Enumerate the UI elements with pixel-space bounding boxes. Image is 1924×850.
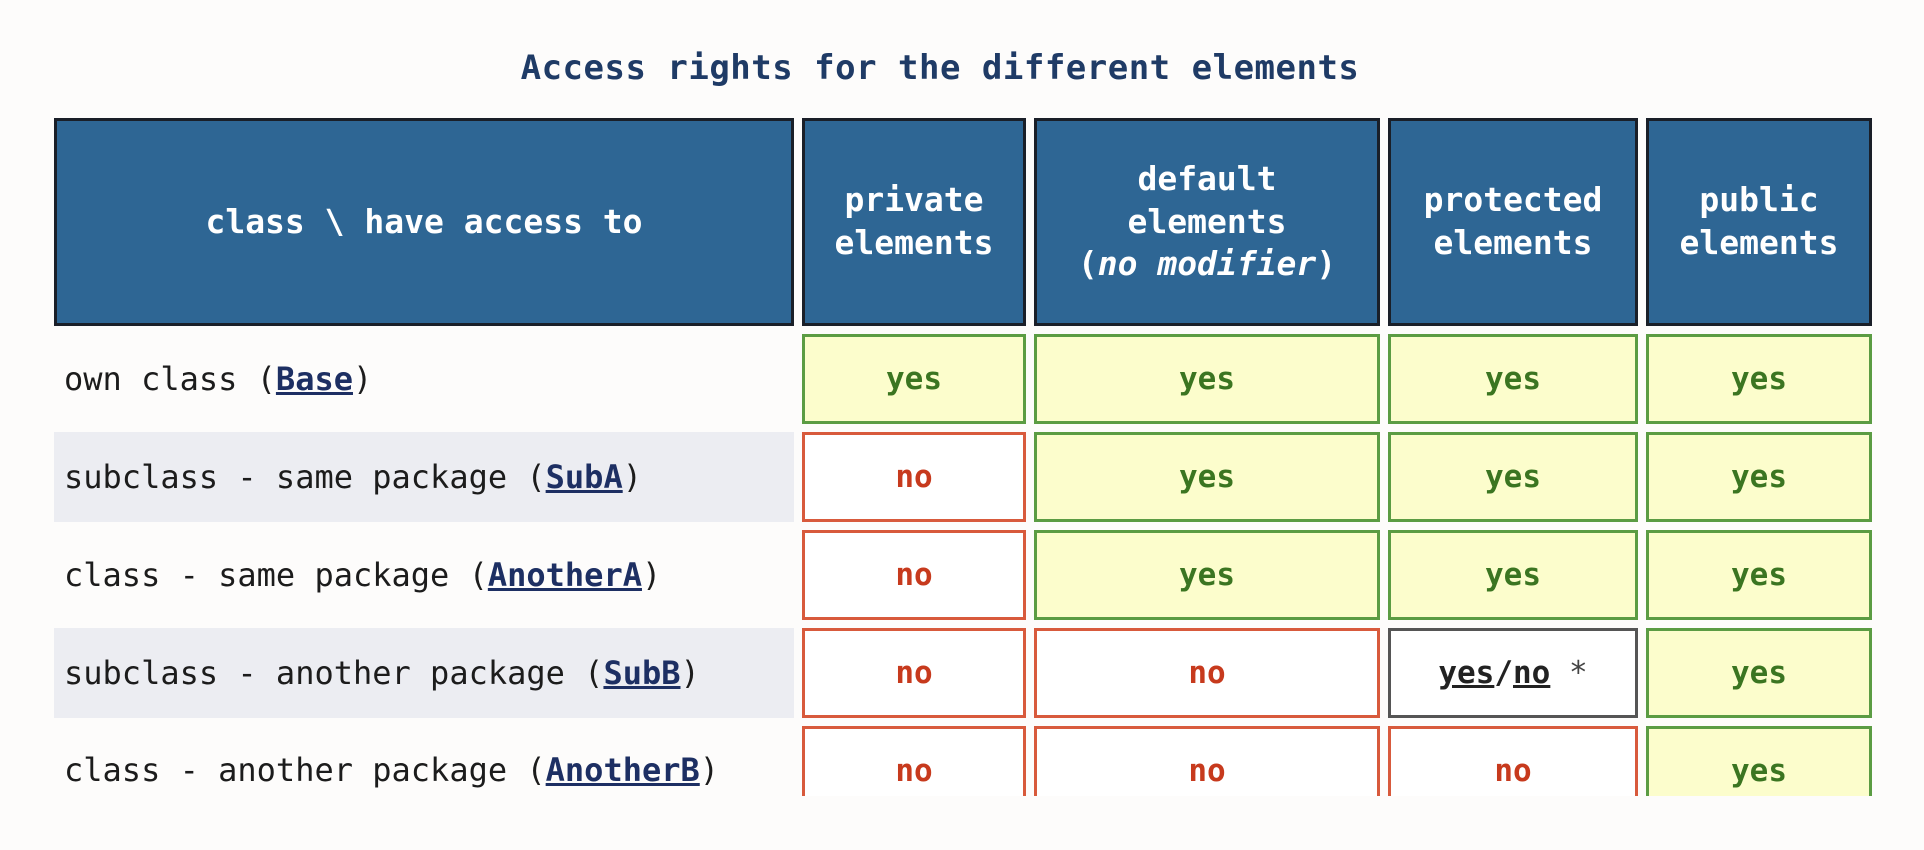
row-label-close: )	[352, 360, 373, 398]
cell-default: yes	[1034, 432, 1380, 522]
cell-private: no	[802, 530, 1026, 620]
row-label-close: )	[622, 458, 642, 496]
table-row: own class (Base) yes yes yes yes	[54, 334, 1872, 424]
cell-private: yes	[802, 334, 1026, 424]
access-rights-table: class \ have access to private elements …	[46, 110, 1880, 821]
link-subb[interactable]: SubB	[603, 654, 681, 692]
cell-public: yes	[1646, 530, 1872, 620]
header-private: private elements	[802, 118, 1026, 326]
row-label-subclass-another-package: subclass - another package (SubB)	[54, 628, 794, 718]
row-label-text: subclass - another package (	[64, 654, 604, 692]
cell-protected: yes	[1388, 334, 1638, 424]
link-anotherb[interactable]: AnotherB	[545, 750, 700, 789]
row-label-text: subclass - same package (	[64, 458, 546, 496]
cell-default: yes	[1034, 530, 1380, 620]
link-anothera[interactable]: AnotherA	[487, 556, 642, 594]
header-class-access: class \ have access to	[54, 118, 794, 326]
cell-public: yes	[1646, 432, 1872, 522]
header-public-line1: public	[1699, 180, 1819, 220]
row-label-class-another-package: class - another package (AnotherB)	[54, 726, 794, 813]
protected-yes: yes	[1438, 655, 1495, 691]
cell-protected: yes	[1388, 530, 1638, 620]
row-label-text: own class (	[64, 360, 276, 398]
row-label-subclass-same-package: subclass - same package (SubA)	[54, 432, 794, 522]
table-row: class - same package (AnotherA) no yes y…	[54, 530, 1872, 620]
cell-protected-conditional: yes/no *	[1388, 628, 1638, 718]
row-label-own-class: own class (Base)	[54, 334, 794, 424]
header-default-line2: elements	[1127, 201, 1287, 241]
cell-public: yes	[1646, 334, 1872, 424]
row-label-text: class - another package (	[64, 750, 546, 789]
link-suba[interactable]: SubA	[545, 458, 623, 496]
cell-default: yes	[1034, 334, 1380, 424]
row-label-close: )	[641, 556, 662, 594]
row-label-class-same-package: class - same package (AnotherA)	[54, 530, 794, 620]
header-private-line1: private	[844, 180, 984, 220]
cell-private: no	[802, 628, 1026, 718]
row-label-close: )	[699, 750, 720, 789]
row-label-text: class - same package (	[64, 556, 488, 594]
header-private-line2: elements	[834, 223, 994, 262]
header-default-open-paren: (	[1077, 244, 1098, 284]
header-public: public elements	[1646, 118, 1872, 326]
header-protected: protected elements	[1388, 118, 1638, 326]
bottom-crop	[0, 796, 1924, 850]
cell-public: yes	[1646, 628, 1872, 718]
table-row: subclass - another package (SubB) no no …	[54, 628, 1872, 718]
header-row: class \ have access to private elements …	[54, 118, 1872, 326]
cell-default: no	[1034, 628, 1380, 718]
cell-protected: yes	[1388, 432, 1638, 522]
footnote-marker: *	[1550, 655, 1588, 691]
header-protected-line1: protected	[1423, 180, 1603, 220]
header-default-line1: default	[1137, 158, 1277, 198]
link-base[interactable]: Base	[275, 360, 353, 398]
header-protected-line2: elements	[1433, 223, 1593, 262]
cell-private: no	[802, 432, 1026, 522]
table-caption: Access rights for the different elements	[520, 48, 1360, 88]
header-public-line2: elements	[1679, 223, 1839, 262]
row-label-close: )	[680, 654, 700, 692]
header-default-close-paren: )	[1316, 244, 1337, 284]
protected-no: no	[1513, 655, 1551, 691]
protected-separator: /	[1494, 655, 1513, 691]
header-default: default elements (no modifier)	[1034, 118, 1380, 326]
table-row: subclass - same package (SubA) no yes ye…	[54, 432, 1872, 522]
header-default-modifier: no modifier	[1097, 244, 1317, 284]
